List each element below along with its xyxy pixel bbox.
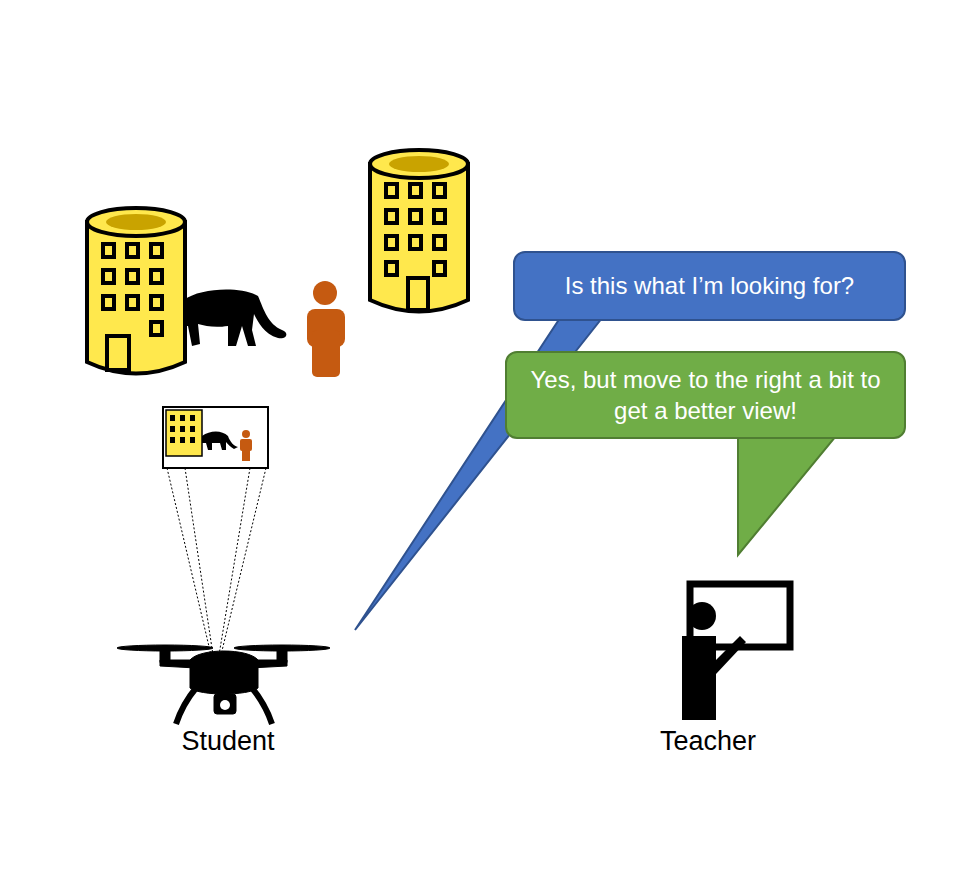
bubble-text: Yes, but move to the right a bit to get … xyxy=(521,364,890,426)
speech-bubble: Yes, but move to the right a bit to get … xyxy=(505,351,906,439)
speech-tail xyxy=(738,436,836,555)
role-label: Student xyxy=(181,726,274,757)
bubble-text: Is this what I’m looking for? xyxy=(565,270,854,301)
panther-silhouette xyxy=(184,290,286,346)
building xyxy=(370,150,468,312)
person-figure xyxy=(307,281,345,377)
teacher-icon xyxy=(682,584,790,720)
camera-view xyxy=(163,407,268,468)
speech-bubble: Is this what I’m looking for? xyxy=(513,251,906,321)
role-label: Teacher xyxy=(660,726,756,757)
drone-icon xyxy=(117,645,330,724)
view-lines xyxy=(167,468,266,655)
building xyxy=(87,208,185,374)
